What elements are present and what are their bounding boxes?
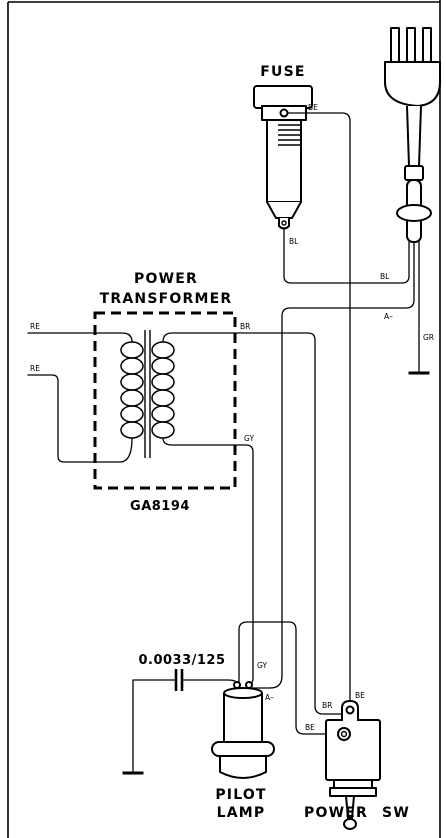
wire-label-cord-a: A– [384,312,393,321]
plug-prong-right [422,27,432,65]
wire-label-switch-top-be: BE [355,691,365,700]
fuse-label: FUSE [260,64,305,80]
pilot-lamp-terminal-left [233,681,241,689]
wire-secondary-to-lamp-gy [162,437,254,685]
power-switch-lever-tip [343,818,357,830]
power-switch-side-terminal [337,727,351,741]
wire-label-primary-top: RE [30,322,40,331]
transformer-core [144,330,151,458]
wire-fuse-to-cord-bl [283,226,410,284]
wire-capacitor-ground [132,679,176,773]
fuse-body [266,119,302,203]
wire-label-switch-br: BR [322,701,332,710]
transformer-title-line2: TRANSFORMER [100,291,233,307]
power-plug [384,27,441,243]
wire-label-fuse-top: BE [308,103,318,112]
wire-label-cord-ground: GR [423,333,434,342]
wire-label-secondary-bottom: GY [244,434,254,443]
wire-label-lamp-gy: GY [257,661,267,670]
fuse-top-terminal [279,108,289,118]
fuse-thread [278,124,301,146]
power-switch-collar [333,779,373,789]
wire-label-fuse-bottom: BL [289,237,299,246]
fuse-bottom-tab [278,218,290,230]
transformer-primary-coil [120,341,144,439]
pilot-lamp-base [219,755,267,779]
wire-secondary-to-switch-br [162,332,343,715]
fuse-bottom-terminal [281,220,287,226]
plug-prong-center [406,27,416,65]
wire-primary-top [27,332,133,343]
power-switch-top-terminal [345,705,355,715]
wire-label-secondary-top: BR [240,322,250,331]
cord-collar [404,165,424,181]
grommet-ring [396,204,432,222]
transformer-part-number: GA8194 [130,499,190,514]
power-switch-lever [345,795,355,819]
power-switch-body [325,719,381,781]
capacitor-value: 0.0033/125 [138,653,225,668]
wire-label-switch-left-be: BE [305,723,315,732]
pilot-lamp-body [223,693,263,743]
pilot-lamp-terminal-right [245,681,253,689]
wire-fuse-to-switch-be [287,112,351,707]
diagram-frame [7,0,441,838]
wire-cord-a-to-lamp [251,241,415,689]
wire-capacitor-to-lamp [182,679,238,685]
wire-label-cord-black: BL [380,272,390,281]
power-switch-side-terminal-hole [340,730,348,738]
wire-label-primary-bottom: RE [30,364,40,373]
fuse-taper [266,201,302,219]
pilot-lamp [211,681,275,779]
pilot-lamp-flange [211,741,275,757]
pilot-lamp-top [223,687,263,699]
pilot-lamp-label-line1: PILOT [215,787,266,803]
power-switch-label: POWER SW [304,805,410,821]
wire-primary-bottom [27,374,133,463]
power-switch [325,700,381,830]
wire-lamp-to-switch-be [238,621,339,735]
transformer-outline [93,311,237,490]
fuse-holder [253,85,313,230]
plug-head [384,61,441,107]
transformer-secondary-coil [151,341,175,439]
pilot-lamp-label-line2: LAMP [217,805,266,821]
transformer-title-line1: POWER [134,271,198,287]
wire-label-lamp-a: A– [265,693,274,702]
fuse-cap [253,85,313,109]
capacitor-symbol [174,669,184,691]
power-cord [406,105,422,167]
plug-prong-left [390,27,400,65]
power-switch-nut [329,787,377,797]
